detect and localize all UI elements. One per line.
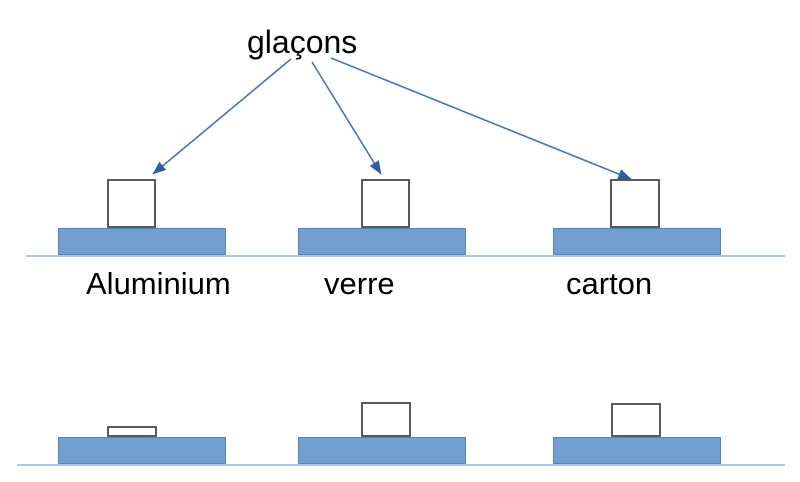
- ground-line-bottom: [17, 464, 785, 466]
- icecube-on-aluminium-initial: [107, 179, 156, 228]
- arrow-to-verre-icecube: [311, 61, 382, 175]
- aluminium-slab-after: [58, 437, 226, 464]
- material-label-aluminium: Aluminium: [86, 266, 231, 301]
- carton-slab-initial: [553, 228, 721, 255]
- verre-slab-after: [298, 437, 466, 464]
- icecube-on-aluminium-melted: [107, 426, 157, 437]
- icecube-on-carton-initial: [610, 179, 660, 228]
- icecube-on-verre-initial: [361, 179, 410, 228]
- material-label-verre: verre: [324, 266, 395, 301]
- carton-slab-after: [553, 437, 721, 464]
- arrow-to-carton-icecube: [330, 57, 632, 180]
- aluminium-slab-initial: [58, 228, 226, 255]
- material-label-carton: carton: [566, 266, 653, 301]
- glacons-label: glaçons: [247, 24, 358, 60]
- verre-slab-initial: [298, 228, 466, 255]
- ground-line-top: [26, 255, 785, 257]
- icecube-on-verre-after: [361, 402, 411, 437]
- icecube-on-carton-after: [611, 403, 661, 437]
- arrow-to-aluminium-icecube: [152, 58, 292, 175]
